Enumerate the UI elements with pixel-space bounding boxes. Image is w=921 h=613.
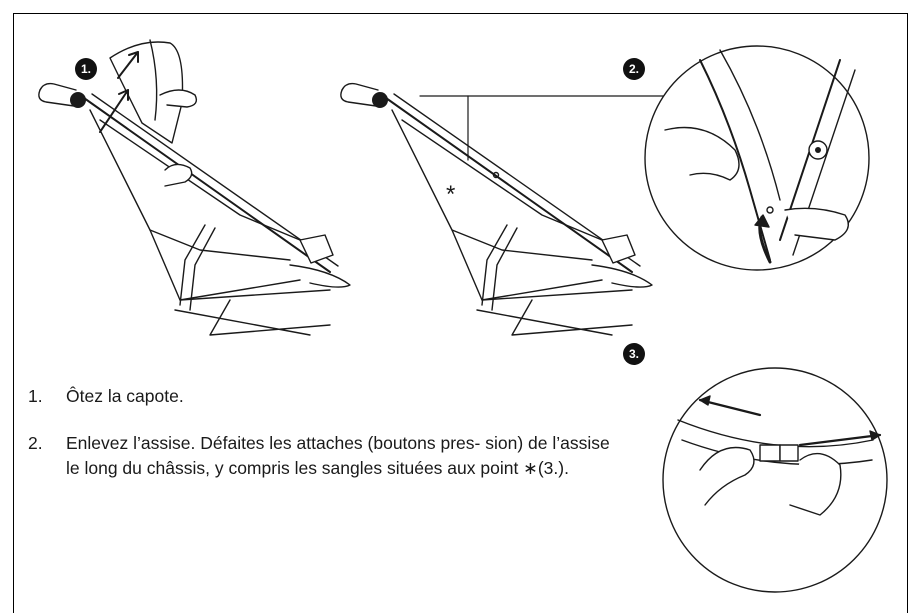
instruction-item-2: 2. Enlevez l’assise. Défaites les attach… [28,431,648,481]
step-badge-1: 1. [75,58,97,80]
instruction-text: Enlevez l’assise. Défaites les attaches … [66,433,610,478]
instruction-number: 1. [28,386,43,406]
asterisk-marker: * [446,181,456,208]
stroller-illustration-1 [38,39,351,336]
closeup-detail-3 [662,367,888,593]
step-badge-2: 2. [623,58,645,80]
page-frame [13,13,908,613]
assembly-illustrations [38,39,888,593]
closeup-detail-2 [644,45,870,271]
stroller-illustration-2 [340,82,681,336]
instruction-number: 2. [28,433,43,453]
instructions-list: 1. Ôtez la capote. 2. Enlevez l’assise. … [28,384,648,503]
step-badge-3: 3. [623,343,645,365]
instruction-text: Ôtez la capote. [66,386,184,406]
instruction-item-1: 1. Ôtez la capote. [28,384,648,409]
